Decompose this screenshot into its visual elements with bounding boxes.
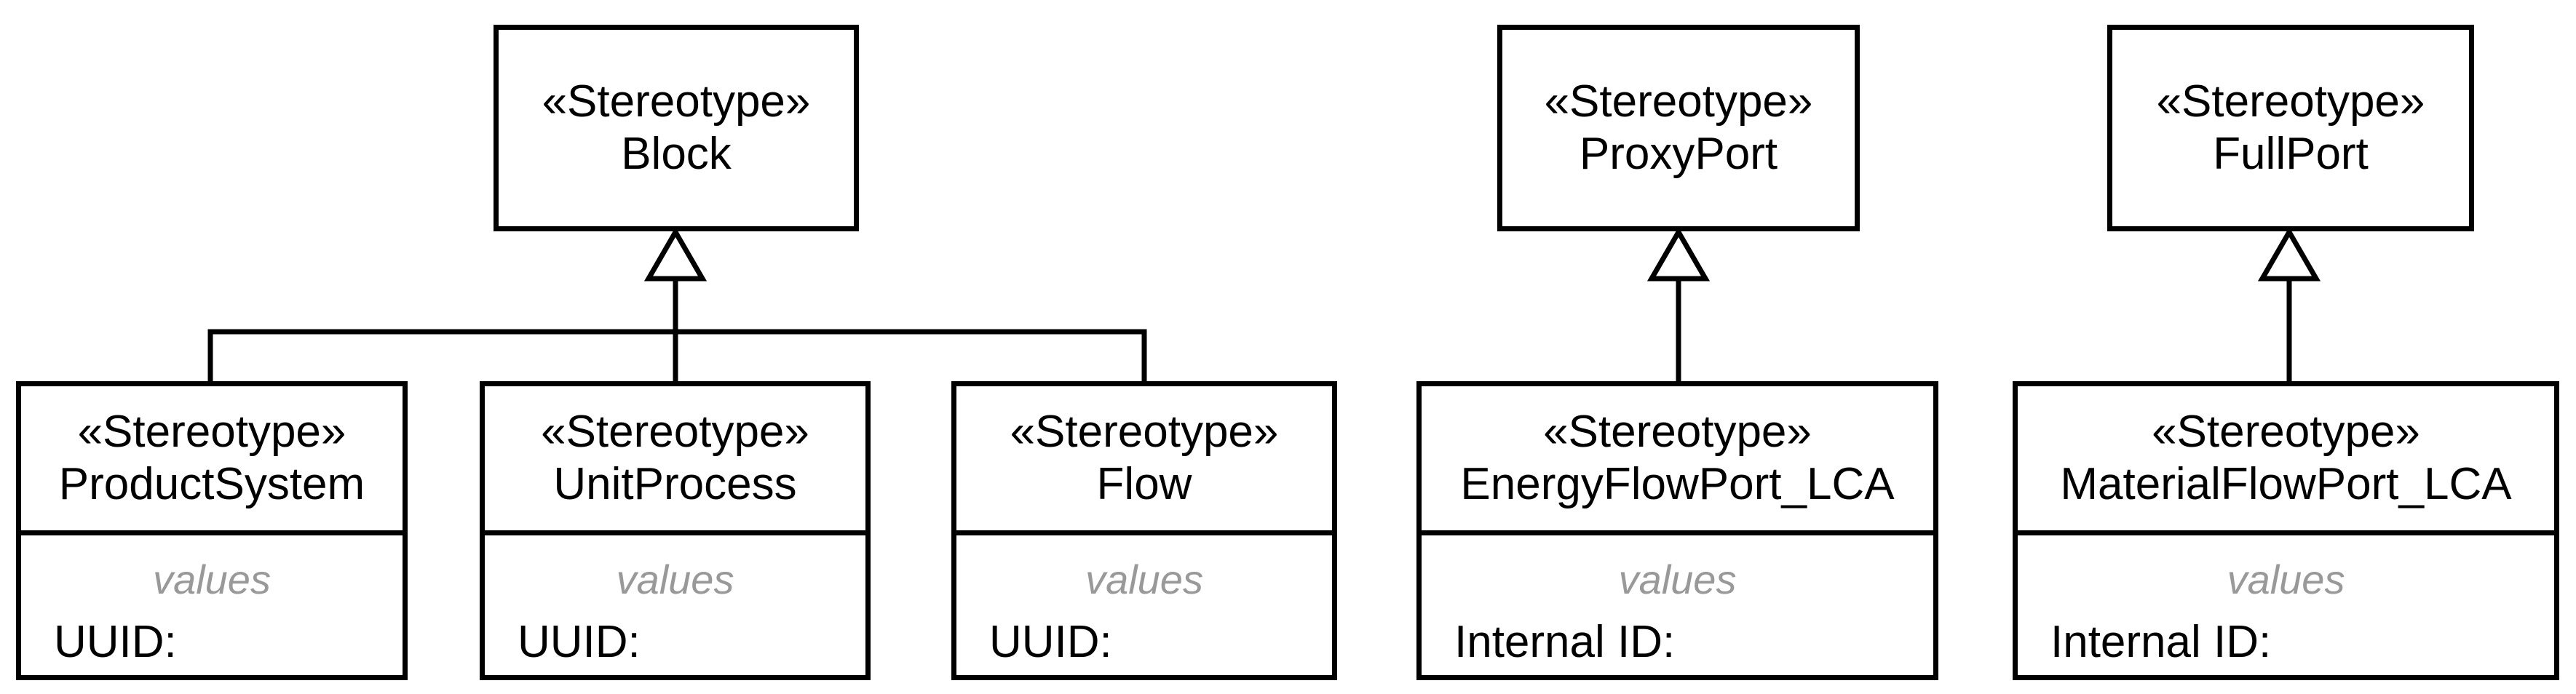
class-fullport: «Stereotype» FullPort	[2107, 25, 2474, 231]
class-fullport-name-compartment: «Stereotype» FullPort	[2112, 30, 2469, 226]
values-compartment-label: values	[1085, 557, 1203, 602]
class-energyflowport-lca-name-compartment: «Stereotype» EnergyFlowPort_LCA	[1422, 386, 1933, 535]
value-field-internal-id: Internal ID:	[2050, 617, 2272, 667]
class-energyflowport-lca-values-compartment: values Internal ID:	[1422, 535, 1933, 675]
class-name: Flow	[1096, 459, 1192, 509]
stereotype-label: «Stereotype»	[2156, 76, 2425, 127]
values-compartment-label: values	[153, 557, 271, 602]
class-unitprocess: «Stereotype» UnitProcess values UUID:	[480, 381, 871, 680]
generalization-arrowhead-proxyport	[1646, 227, 1711, 282]
class-productsystem-name-compartment: «Stereotype» ProductSystem	[21, 386, 403, 535]
class-name: MaterialFlowPort_LCA	[2060, 459, 2512, 509]
stereotype-label: «Stereotype»	[1543, 407, 1812, 457]
class-materialflowport-lca-name-compartment: «Stereotype» MaterialFlowPort_LCA	[2018, 386, 2554, 535]
class-flow-name-compartment: «Stereotype» Flow	[956, 386, 1332, 535]
generalization-arrowhead-block	[643, 227, 708, 282]
value-field-uuid: UUID:	[518, 617, 641, 667]
class-energyflowport-lca: «Stereotype» EnergyFlowPort_LCA values I…	[1416, 381, 1938, 680]
class-name: UnitProcess	[553, 459, 797, 509]
class-materialflowport-lca: «Stereotype» MaterialFlowPort_LCA values…	[2013, 381, 2559, 680]
class-block-name-compartment: «Stereotype» Block	[499, 30, 854, 226]
class-block: «Stereotype» Block	[494, 25, 859, 231]
values-compartment-label: values	[1618, 557, 1737, 602]
values-compartment-label: values	[616, 557, 734, 602]
class-productsystem-values-compartment: values UUID:	[21, 535, 403, 675]
class-name: ProductSystem	[58, 459, 365, 509]
class-name: FullPort	[2213, 129, 2369, 179]
value-field-uuid: UUID:	[989, 617, 1112, 667]
stereotype-label: «Stereotype»	[1010, 407, 1279, 457]
value-field-internal-id: Internal ID:	[1454, 617, 1676, 667]
class-proxyport-name-compartment: «Stereotype» ProxyPort	[1502, 30, 1855, 226]
stereotype-label: «Stereotype»	[2152, 407, 2420, 457]
stereotype-label: «Stereotype»	[541, 407, 809, 457]
class-flow-values-compartment: values UUID:	[956, 535, 1332, 675]
class-flow: «Stereotype» Flow values UUID:	[951, 381, 1337, 680]
class-unitprocess-values-compartment: values UUID:	[485, 535, 865, 675]
class-materialflowport-lca-values-compartment: values Internal ID:	[2018, 535, 2554, 675]
value-field-uuid: UUID:	[54, 617, 177, 667]
generalization-arrowhead-fullport	[2257, 227, 2321, 282]
class-name: EnergyFlowPort_LCA	[1460, 459, 1895, 509]
class-name: ProxyPort	[1579, 129, 1778, 179]
class-productsystem: «Stereotype» ProductSystem values UUID:	[16, 381, 408, 680]
class-unitprocess-name-compartment: «Stereotype» UnitProcess	[485, 386, 865, 535]
values-compartment-label: values	[2227, 557, 2345, 602]
stereotype-label: «Stereotype»	[77, 407, 346, 457]
stereotype-label: «Stereotype»	[542, 76, 811, 127]
stereotype-label: «Stereotype»	[1544, 76, 1813, 127]
class-name: Block	[621, 129, 732, 179]
class-proxyport: «Stereotype» ProxyPort	[1497, 25, 1860, 231]
